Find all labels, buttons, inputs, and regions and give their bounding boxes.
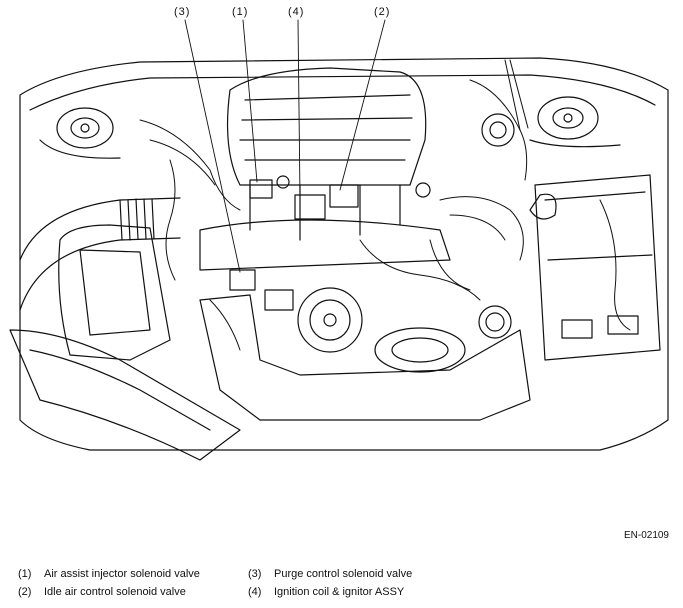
- right-strut-tower: [529, 96, 621, 148]
- engine-block: [199, 294, 531, 421]
- callout-2: (2): [374, 6, 391, 18]
- reservoir: [478, 113, 557, 339]
- hoses: [139, 59, 631, 351]
- legend-num: (4): [248, 586, 262, 598]
- legend-text: Idle air control solenoid valve: [44, 586, 186, 598]
- air-box: [58, 224, 171, 361]
- intake-manifold: [199, 67, 451, 271]
- legend-item-3: (3) Purge control solenoid valve: [248, 568, 412, 580]
- body-outline: [19, 57, 669, 451]
- solenoid-valves: [229, 175, 431, 311]
- legend-item-2: (2) Idle air control solenoid valve: [18, 586, 186, 598]
- callout-3: (3): [174, 6, 191, 18]
- callout-1: (1): [232, 6, 249, 18]
- legend-item-4: (4) Ignition coil & ignitor ASSY: [248, 586, 404, 598]
- left-strut-tower: [39, 107, 121, 159]
- legend-num: (1): [18, 568, 32, 580]
- battery: [534, 174, 661, 361]
- legend-num: (3): [248, 568, 262, 580]
- legend-text: Ignition coil & ignitor ASSY: [274, 586, 405, 598]
- legend-num: (2): [18, 586, 32, 598]
- legend-item-1: (1) Air assist injector solenoid valve: [18, 568, 200, 580]
- alternator: [297, 287, 466, 373]
- leader-lines: [184, 19, 386, 273]
- intake-duct: [9, 197, 241, 461]
- engine-bay-diagram: [9, 19, 669, 461]
- figure-code: EN-02109: [623, 530, 669, 541]
- callout-4: (4): [288, 6, 305, 18]
- legend-text: Air assist injector solenoid valve: [44, 568, 200, 580]
- legend-text: Purge control solenoid valve: [274, 568, 413, 580]
